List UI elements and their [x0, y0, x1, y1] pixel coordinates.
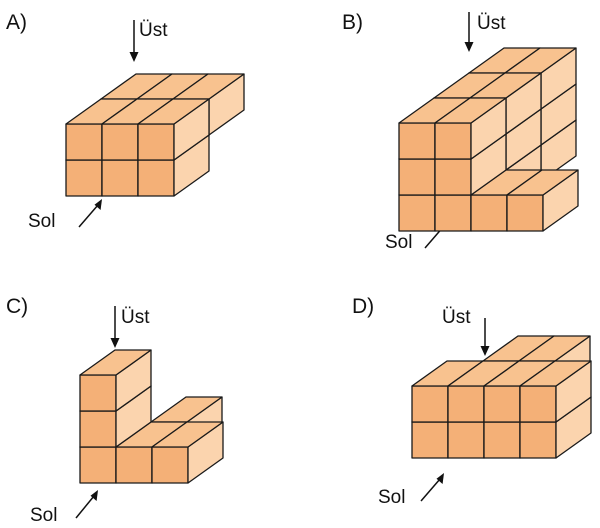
option-a-solid [65, 73, 245, 197]
cube-front-face [137, 159, 175, 197]
unit-cube [434, 97, 507, 160]
cube-front-face [398, 122, 436, 160]
cube-top-face [519, 360, 592, 387]
cube-front-face [79, 446, 117, 484]
cube-front-face [101, 123, 139, 161]
option-a-left-label: Sol [28, 211, 55, 232]
left-view-arrow-icon [420, 473, 444, 502]
cube-front-face [151, 446, 189, 484]
option-c-left-label: Sol [30, 505, 57, 526]
cube-front-face [398, 194, 436, 232]
cube-front-face [434, 158, 472, 196]
option-b-left-label: Sol [385, 232, 412, 253]
cube-front-face [506, 194, 544, 232]
cube-top-face [506, 169, 579, 196]
cube-front-face [447, 385, 485, 423]
cube-top-face [151, 421, 224, 448]
option-d-panel: D) Üst Sol [352, 295, 592, 508]
option-c-label: C) [6, 295, 28, 318]
cube-front-face [115, 446, 153, 484]
unit-cube [506, 169, 579, 232]
cube-front-face [398, 158, 436, 196]
cube-front-face [470, 194, 508, 232]
cube-front-face [434, 122, 472, 160]
cube-front-face [79, 410, 117, 448]
option-d-label: D) [352, 295, 374, 318]
option-a-top-label: Üst [139, 20, 168, 41]
option-b-label: B) [342, 11, 363, 34]
cube-front-face [101, 159, 139, 197]
cube-front-face [483, 385, 521, 423]
cube-front-face [519, 385, 557, 423]
cube-top-face [434, 97, 507, 124]
cube-top-face [137, 98, 210, 125]
option-b-solid [398, 47, 579, 232]
top-view-arrow-icon [464, 12, 474, 52]
cube-front-face [447, 421, 485, 459]
option-b-panel: B) Üst Sol [342, 11, 579, 253]
top-view-arrow-icon [110, 306, 120, 348]
left-view-arrow-icon [75, 490, 98, 519]
cube-front-face [434, 194, 472, 232]
cube-front-face [65, 123, 103, 161]
option-d-top-label: Üst [442, 307, 471, 328]
option-a-panel: A) Üst Sol [6, 11, 245, 232]
option-d-solid [411, 335, 592, 459]
cube-front-face [65, 159, 103, 197]
cube-front-face [519, 421, 557, 459]
left-view-arrow-icon [78, 199, 102, 228]
top-view-arrow-icon [129, 20, 139, 62]
cube-front-face [411, 421, 449, 459]
cube-front-face [483, 421, 521, 459]
option-c-solid [79, 349, 224, 484]
option-c-top-label: Üst [121, 307, 150, 328]
unit-cube [151, 421, 224, 484]
cube-front-face [411, 385, 449, 423]
top-view-arrow-icon [480, 318, 490, 356]
unit-cube [137, 98, 210, 161]
unit-cube [79, 349, 152, 412]
option-d-left-label: Sol [378, 487, 405, 508]
cube-front-face [79, 374, 117, 412]
option-c-panel: C) Üst Sol [6, 295, 224, 526]
cube-top-face [79, 349, 152, 376]
unit-cube [519, 360, 592, 423]
option-b-top-label: Üst [477, 13, 506, 34]
option-a-label: A) [6, 11, 27, 34]
cube-front-face [137, 123, 175, 161]
